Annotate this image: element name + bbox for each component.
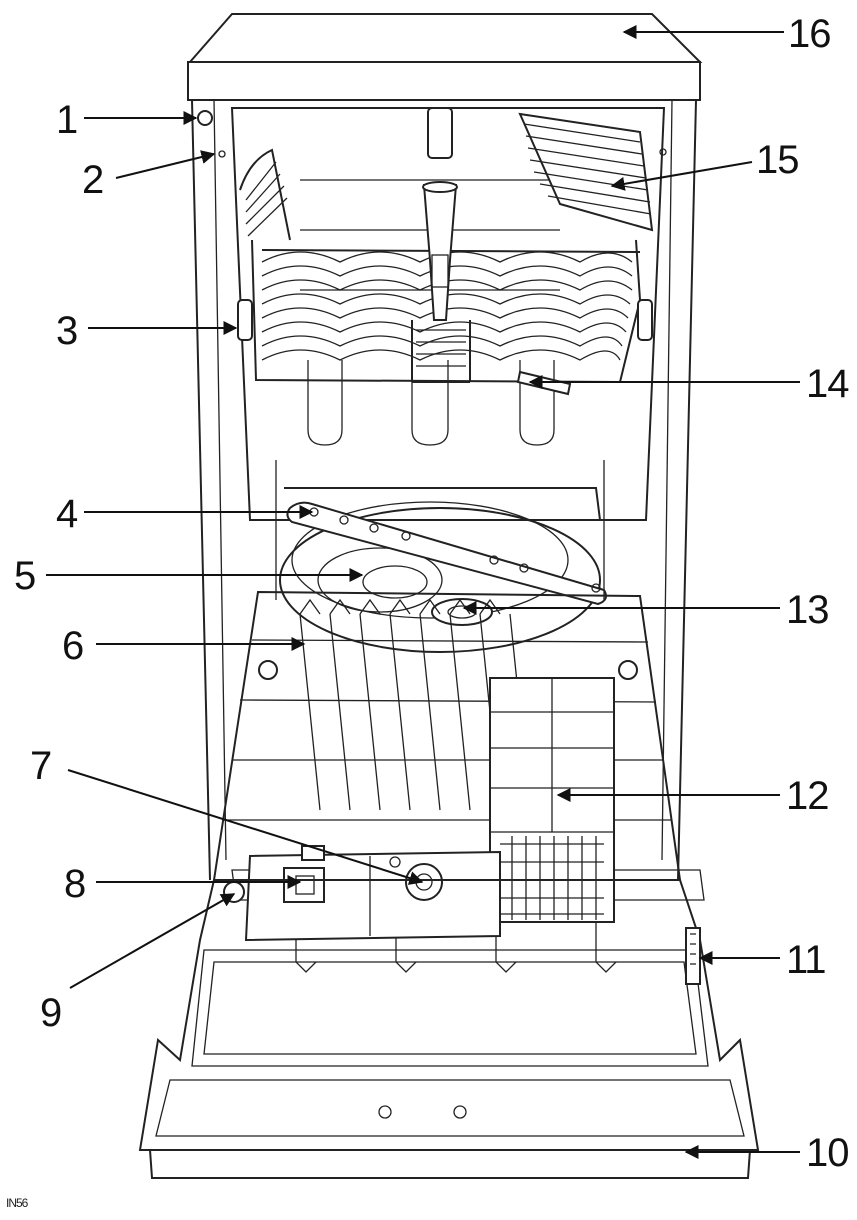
leader-2	[115, 150, 216, 179]
lower-spray-area	[275, 460, 607, 653]
leader-15	[610, 161, 753, 191]
door-lock-icon	[197, 110, 213, 126]
callout-12: 12	[786, 774, 829, 818]
callout-1: 1	[56, 98, 78, 142]
callout-7: 7	[30, 744, 52, 788]
cabinet-body	[191, 99, 697, 881]
callout-13: 13	[786, 588, 829, 632]
callout-14: 14	[806, 362, 849, 406]
callout-6: 6	[62, 624, 84, 668]
callout-5: 5	[14, 554, 36, 598]
cutlery-basket	[489, 677, 615, 923]
leader-9	[69, 893, 236, 989]
figure-code: IN56	[6, 1196, 28, 1210]
callout-3: 3	[56, 309, 78, 353]
door	[138, 879, 760, 1179]
leader-lines	[46, 25, 800, 1159]
callout-11: 11	[786, 938, 827, 982]
worktop	[187, 13, 703, 101]
callout-10: 10	[806, 1131, 849, 1175]
callout-15: 15	[756, 138, 799, 182]
callout-8: 8	[64, 862, 86, 906]
leader-7	[67, 769, 424, 885]
upper-feed-tube	[411, 107, 471, 383]
plate-rack	[518, 112, 654, 232]
callout-16: 16	[788, 12, 831, 56]
callout-4: 4	[56, 492, 78, 536]
dispenser	[244, 845, 501, 942]
callout-9: 9	[40, 991, 62, 1035]
callout-2: 2	[82, 158, 104, 202]
